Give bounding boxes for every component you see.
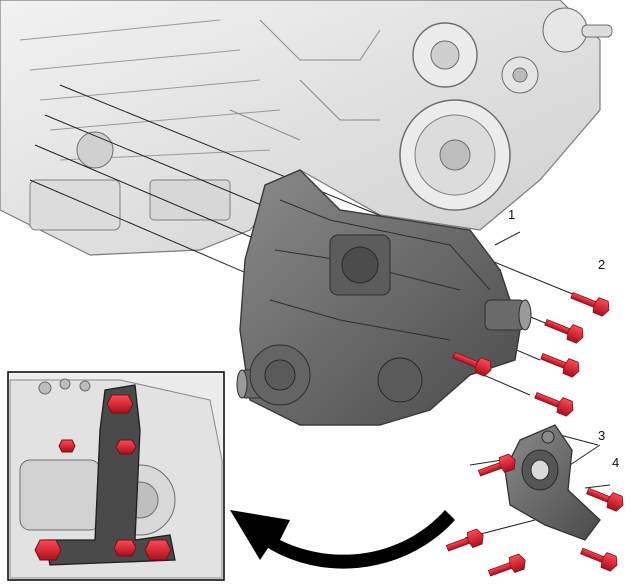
bolt-icon	[477, 453, 516, 477]
callout-1: 1	[508, 207, 516, 222]
bolts-main	[452, 291, 610, 417]
mount-bracket	[504, 424, 601, 541]
bolt-icon	[534, 391, 574, 417]
bolt-icon	[570, 291, 610, 317]
bolt-icon	[487, 553, 526, 577]
pulley-right	[542, 7, 613, 53]
output-shaft-rear	[484, 299, 532, 331]
transfer-case	[236, 169, 532, 426]
callout-4: 4	[612, 455, 620, 470]
bolt-icon	[580, 547, 618, 572]
bolt-icon	[540, 352, 580, 378]
inset-bolt	[144, 539, 172, 561]
pulley-top	[412, 22, 478, 88]
inset-detail-view	[7, 371, 225, 581]
callout-3: 3	[598, 428, 606, 443]
bolt-icon	[586, 487, 624, 512]
inset-bolt	[58, 439, 76, 453]
bolts-bracket	[445, 453, 624, 577]
engine-block	[0, 0, 613, 256]
pulley-small	[501, 56, 539, 94]
inset-bolt	[106, 394, 134, 414]
inset-bolt	[34, 539, 62, 561]
bolt-icon	[445, 528, 484, 552]
inset-bolt	[113, 539, 137, 557]
pulley-large	[399, 99, 511, 211]
bolt-icon	[544, 318, 584, 344]
curved-arrow-icon	[230, 510, 455, 569]
inset-bolt	[115, 439, 137, 455]
bolt-icon	[452, 351, 492, 377]
callout-2: 2	[598, 257, 606, 272]
